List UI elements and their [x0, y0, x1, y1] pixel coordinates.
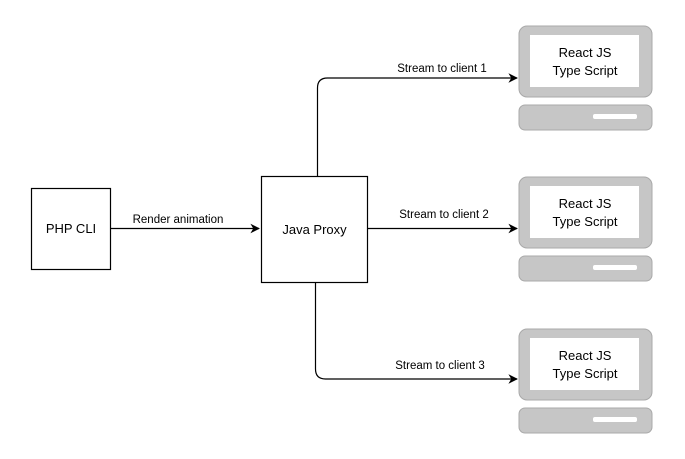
client-2-line2: Type Script — [552, 214, 617, 229]
computer-icon — [518, 25, 653, 131]
client-3-line1: React JS — [559, 348, 612, 363]
client-computer-1: React JS Type Script — [518, 25, 653, 131]
edge-label-stream-1: Stream to client 1 — [397, 63, 486, 75]
edge-stream-client-3: Stream to client 3 — [314, 282, 518, 384]
php-cli-node: PHP CLI — [30, 187, 112, 271]
client-1-line2: Type Script — [552, 63, 617, 78]
edge-stream-client-1: Stream to client 1 — [316, 63, 518, 177]
edge-render-animation: Render animation — [110, 214, 260, 234]
client-2-line1: React JS — [559, 196, 612, 211]
java-proxy-label: Java Proxy — [282, 222, 347, 237]
edge-stream-client-2: Stream to client 2 — [367, 209, 518, 234]
client-1-line1: React JS — [559, 45, 612, 60]
edge-label-render: Render animation — [133, 214, 224, 226]
client-3-line2: Type Script — [552, 366, 617, 381]
client-computer-2: React JS Type Script — [518, 176, 653, 282]
java-proxy-node: Java Proxy — [260, 175, 369, 284]
edge-label-stream-2: Stream to client 2 — [399, 209, 488, 221]
php-cli-label: PHP CLI — [46, 221, 96, 236]
computer-icon — [518, 328, 653, 434]
computer-icon — [518, 176, 653, 282]
client-computer-3: React JS Type Script — [518, 328, 653, 434]
edge-label-stream-3: Stream to client 3 — [395, 360, 484, 372]
